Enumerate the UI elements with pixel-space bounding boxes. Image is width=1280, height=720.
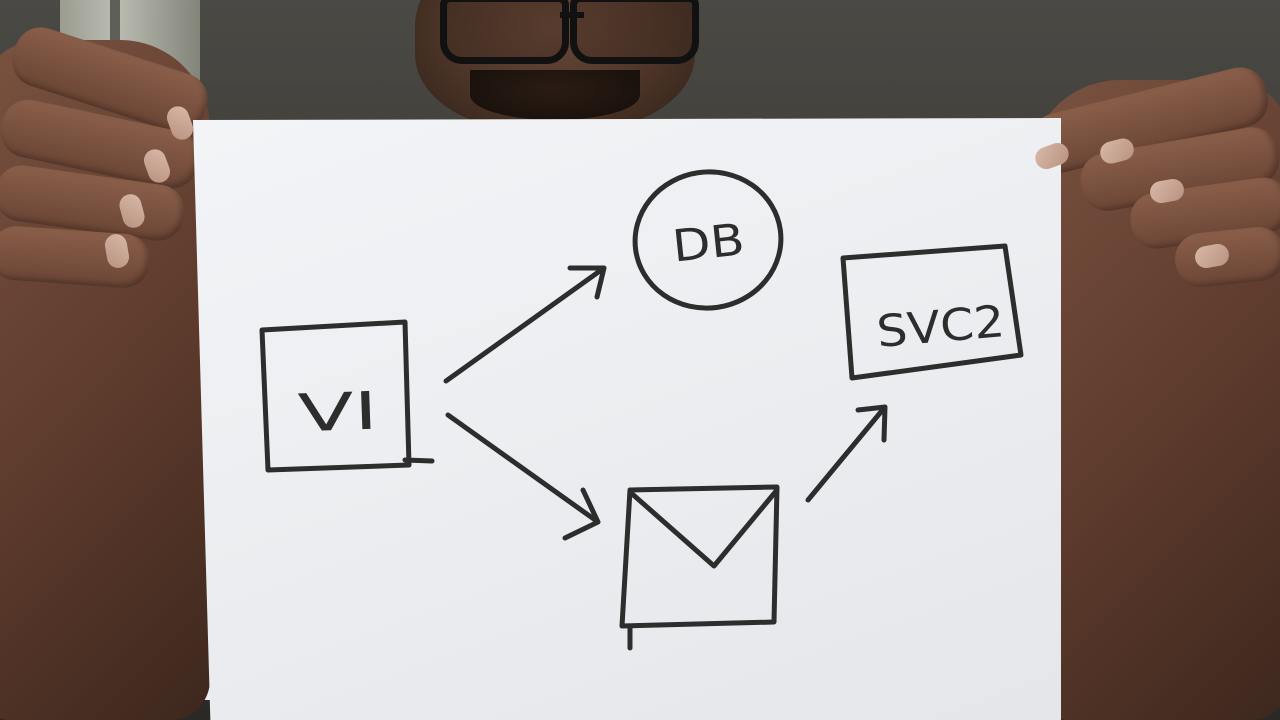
svc2-label: SVC2 — [875, 296, 1007, 358]
paper-sheet — [193, 118, 1061, 720]
svc2-box — [840, 243, 1024, 381]
db-circle — [632, 169, 784, 311]
db-label: DB — [670, 214, 747, 272]
v1-label: VI — [297, 382, 379, 445]
glasses-left-lens — [440, 0, 569, 64]
arrow-v1-to-envelope — [445, 412, 601, 541]
arrow-envelope-to-svc2 — [805, 404, 888, 503]
envelope-shape — [619, 484, 780, 651]
glasses-right-lens — [570, 0, 699, 64]
v1-box — [259, 319, 435, 473]
person-beard — [470, 70, 640, 120]
glasses-bridge — [560, 12, 584, 18]
arrow-v1-to-db — [443, 265, 607, 384]
